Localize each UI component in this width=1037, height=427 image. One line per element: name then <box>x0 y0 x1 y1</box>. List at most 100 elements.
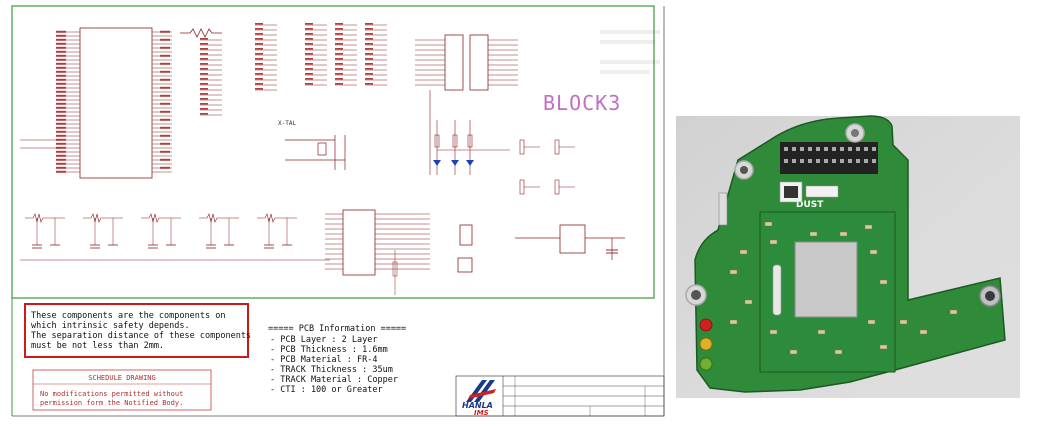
mcu-pin-label <box>56 42 66 45</box>
mcu-pin-label <box>160 94 170 97</box>
note-line-1: These components are the components on <box>31 311 225 321</box>
header-pin <box>840 147 844 151</box>
net-label <box>255 68 263 70</box>
net-label <box>200 73 208 75</box>
mcu-pin-label <box>56 102 66 105</box>
smd-component <box>919 329 928 335</box>
net-label <box>365 58 373 60</box>
mcu-pin-label <box>160 62 170 65</box>
mcu-pin-label <box>56 74 66 77</box>
schedule-title: SCHEDULE DRAWING <box>88 374 155 382</box>
mcu-pin-label <box>56 62 66 65</box>
smd-component <box>949 309 958 315</box>
header-pin <box>864 147 868 151</box>
mcu-pin-label <box>56 94 66 97</box>
mcu-pin-label <box>56 30 66 33</box>
header-pin <box>800 147 804 151</box>
net-label <box>255 88 263 90</box>
net-label <box>305 63 313 65</box>
header-pin <box>864 159 868 163</box>
net-label <box>365 23 373 25</box>
filter-inductor <box>25 213 65 223</box>
net-label <box>255 38 263 40</box>
mcu-pin-label <box>56 142 66 145</box>
crystal <box>772 264 782 316</box>
smd-component <box>867 319 876 325</box>
header-pin <box>808 147 812 151</box>
mcu-pin-label <box>56 162 66 165</box>
regulator-circuit <box>457 224 625 273</box>
mcu-pin-label <box>160 86 170 89</box>
red-led <box>699 318 713 332</box>
header-pin <box>832 147 836 151</box>
net-label <box>255 63 263 65</box>
pcb-info-heading: ===== PCB Information ===== <box>268 324 406 334</box>
net-label <box>200 78 208 80</box>
note-line-4: must be not less than 2mm. <box>31 341 164 351</box>
net-label <box>305 48 313 50</box>
header-pin <box>792 147 796 151</box>
net-label <box>365 28 373 30</box>
led-symbol <box>433 160 441 166</box>
yellow-led <box>699 337 713 351</box>
mcu-pin-label <box>160 118 170 121</box>
mcu-pin-label <box>160 38 170 41</box>
mcu-ic <box>20 27 172 179</box>
net-label <box>200 58 208 60</box>
pcb-info-track-material: - TRACK Material : Copper <box>270 375 398 385</box>
net-label <box>335 63 343 65</box>
net-label <box>305 68 313 70</box>
net-label <box>200 53 208 55</box>
net-label <box>255 78 263 80</box>
net-label <box>255 48 263 50</box>
crystal-circuit <box>285 135 346 170</box>
net-label <box>200 83 208 85</box>
net-label <box>365 78 373 80</box>
net-label <box>365 48 373 50</box>
mcu-pin-label <box>56 78 66 81</box>
net-label <box>335 28 343 30</box>
net-label <box>305 58 313 60</box>
mcu-pin-label <box>56 122 66 125</box>
header-pin <box>824 159 828 163</box>
net-label <box>335 38 343 40</box>
net-label <box>200 48 208 50</box>
filter-inductor <box>257 213 297 223</box>
net-label <box>305 78 313 80</box>
smd-component <box>864 224 873 230</box>
smd-component <box>817 329 826 335</box>
buffer-ic <box>325 209 430 295</box>
net-label <box>365 73 373 75</box>
mcu-pin-label <box>56 114 66 117</box>
net-label <box>335 58 343 60</box>
net-label <box>200 113 208 115</box>
pcb-info-cti: - CTI : 100 or Greater <box>270 385 383 395</box>
mcu-pin-label <box>56 150 66 153</box>
led-symbol <box>451 160 459 166</box>
header-pin <box>872 159 876 163</box>
net-label <box>255 43 263 45</box>
net-label <box>200 38 208 40</box>
header-pin <box>832 159 836 163</box>
smd-component <box>744 299 753 305</box>
header-pin <box>856 147 860 151</box>
logo-ims-text: IMS <box>474 409 489 417</box>
pcb-info-thickness: - PCB Thickness : 1.6mm <box>270 345 388 355</box>
mcu-pin-label <box>56 106 66 109</box>
smd-component <box>879 279 888 285</box>
mcu-pin-label <box>160 102 170 105</box>
mcu-pin-label <box>160 46 170 49</box>
schedule-line-1: No modifications permitted without <box>40 390 183 398</box>
smd-component <box>769 329 778 335</box>
mcu-pin-label <box>160 142 170 145</box>
net-label <box>255 33 263 35</box>
net-label <box>255 53 263 55</box>
smd-component <box>834 349 843 355</box>
net-label <box>305 83 313 85</box>
resistor-r1 <box>180 28 222 38</box>
mcu-pin-label <box>56 118 66 121</box>
smd-component <box>839 231 848 237</box>
header-pin <box>848 159 852 163</box>
mcu-pin-label <box>56 50 66 53</box>
